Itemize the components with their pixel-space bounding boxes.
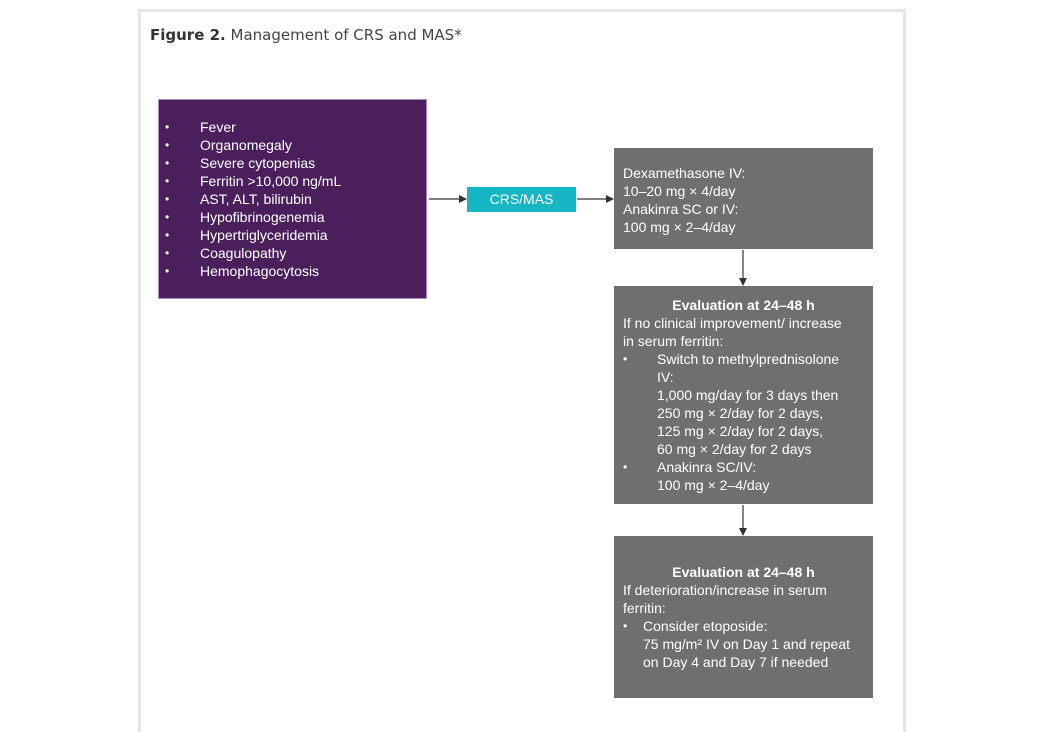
symptom-item: Hypertriglyceridemia [165,226,426,244]
bullet-line: 100 mg × 2–4/day [657,477,770,493]
bullet-line: 250 mg × 2/day for 2 days, [657,405,824,421]
bullet-line: Anakinra SC/IV: [657,459,757,475]
evaluation-bullet: Consider etoposide: 75 mg/m² IV on Day 1… [623,617,864,671]
bullet-line: 125 mg × 2/day for 2 days, [657,423,824,439]
treatment-line: 10–20 mg × 4/day [623,183,736,199]
symptom-item: Fever [165,118,426,136]
figure-caption: Figure 2. Management of CRS and MAS* [150,26,462,44]
bullet-line: on Day 4 and Day 7 if needed [643,654,829,670]
flow-arrows [429,195,747,536]
bullet-line: 75 mg/m² IV on Day 1 and repeat [643,636,850,652]
symptom-item: AST, ALT, bilirubin [165,190,426,208]
symptoms-list: Fever Organomegaly Severe cytopenias Fer… [165,118,426,280]
evaluation-intro: in serum ferritin: [623,333,724,349]
symptoms-box: Fever Organomegaly Severe cytopenias Fer… [158,99,427,299]
symptom-item: Severe cytopenias [165,154,426,172]
treatment-line: Dexamethasone IV: [623,165,746,181]
figure-title: Management of CRS and MAS* [225,26,462,44]
bullet-line: Switch to methylprednisolone [657,351,840,367]
evaluation-title: Evaluation at 24–48 h [672,297,815,313]
bullet-line: 1,000 mg/day for 3 days then [657,387,839,403]
treatment-box: Dexamethasone IV: 10–20 mg × 4/day Anaki… [614,148,873,249]
symptom-item: Hypofibrinogenemia [165,208,426,226]
bullet-line: Consider etoposide: [643,618,768,634]
crs-mas-box: CRS/MAS [467,187,576,212]
symptom-item: Hemophagocytosis [165,262,426,280]
symptom-item: Organomegaly [165,136,426,154]
evaluation-box-1: Evaluation at 24–48 h If no clinical imp… [614,286,873,504]
treatment-line: 100 mg × 2–4/day [623,219,736,235]
evaluation-box-2: Evaluation at 24–48 h If deterioration/i… [614,536,873,698]
bullet-line: 60 mg × 2/day for 2 days [657,441,812,457]
evaluation-bullet: Anakinra SC/IV: 100 mg × 2–4/day [623,458,864,494]
symptom-item: Coagulopathy [165,244,426,262]
evaluation-intro: ferritin: [623,600,666,616]
bullet-line: IV: [657,369,674,385]
evaluation-intro: If deterioration/increase in serum [623,582,827,598]
figure-number: Figure 2. [150,26,226,44]
treatment-line: Anakinra SC or IV: [623,201,739,217]
symptom-item: Ferritin >10,000 ng/mL [165,172,426,190]
evaluation-bullet: Switch to methylprednisolone IV: 1,000 m… [623,350,864,458]
evaluation-intro: If no clinical improvement/ increase [623,315,842,331]
evaluation-title: Evaluation at 24–48 h [672,564,815,580]
